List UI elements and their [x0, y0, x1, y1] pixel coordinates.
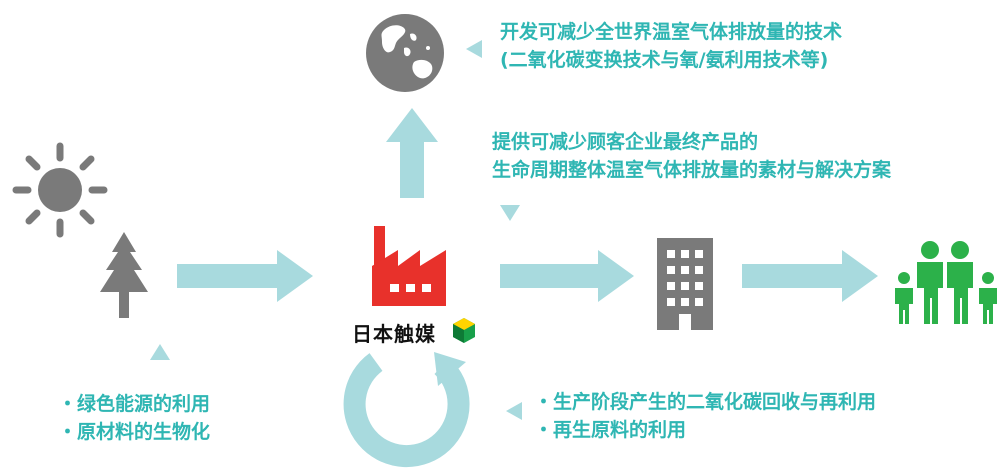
nippon-shokubai-logo-icon	[453, 318, 475, 343]
annotation-co2-recycling-line2: ・再生原料的利用	[534, 419, 687, 441]
globe-icon	[366, 14, 444, 92]
building-icon	[657, 238, 713, 330]
annotation-lifecycle-line2: 生命周期整体温室气体排放量的素材与解决方案	[492, 159, 892, 181]
recycle-arrow-icon	[343, 352, 470, 468]
factory-icon	[372, 226, 446, 306]
triangle-up-left	[150, 344, 170, 360]
annotation-global-tech-line2: (二氧化碳变换技术与氧/氨利用技术等)	[500, 49, 829, 71]
tree-icon	[100, 232, 148, 318]
sun-icon	[12, 142, 108, 238]
annotation-green-energy: ・绿色能源的利用 ・原材料的生物化	[58, 390, 210, 446]
annotation-co2-recycling: ・生产阶段产生的二氧化碳回收与再利用 ・再生原料的利用	[534, 388, 876, 444]
arrow-to-factory	[177, 250, 313, 302]
annotation-green-energy-line2: ・原材料的生物化	[58, 421, 211, 443]
annotation-green-energy-line1: ・绿色能源的利用	[58, 393, 211, 415]
company-name: 日本触媒	[352, 322, 436, 346]
triangle-down-mid	[500, 205, 520, 221]
annotation-global-tech: 开发可减少全世界温室气体排放量的技术 (二氧化碳变换技术与氧/氨利用技术等)	[500, 18, 842, 74]
annotation-global-tech-line1: 开发可减少全世界温室气体排放量的技术	[500, 21, 843, 43]
arrow-to-building	[500, 250, 634, 302]
annotation-co2-recycling-line1: ・生产阶段产生的二氧化碳回收与再利用	[534, 391, 877, 413]
triangle-left-top	[466, 40, 482, 58]
triangle-left-bottom	[506, 402, 522, 420]
family-icon	[895, 241, 997, 324]
annotation-lifecycle-line1: 提供可减少顾客企业最终产品的	[492, 131, 759, 153]
annotation-lifecycle-solutions: 提供可减少顾客企业最终产品的 生命周期整体温室气体排放量的素材与解决方案	[492, 128, 891, 184]
arrow-to-family	[742, 250, 878, 302]
arrow-to-globe	[386, 108, 438, 198]
